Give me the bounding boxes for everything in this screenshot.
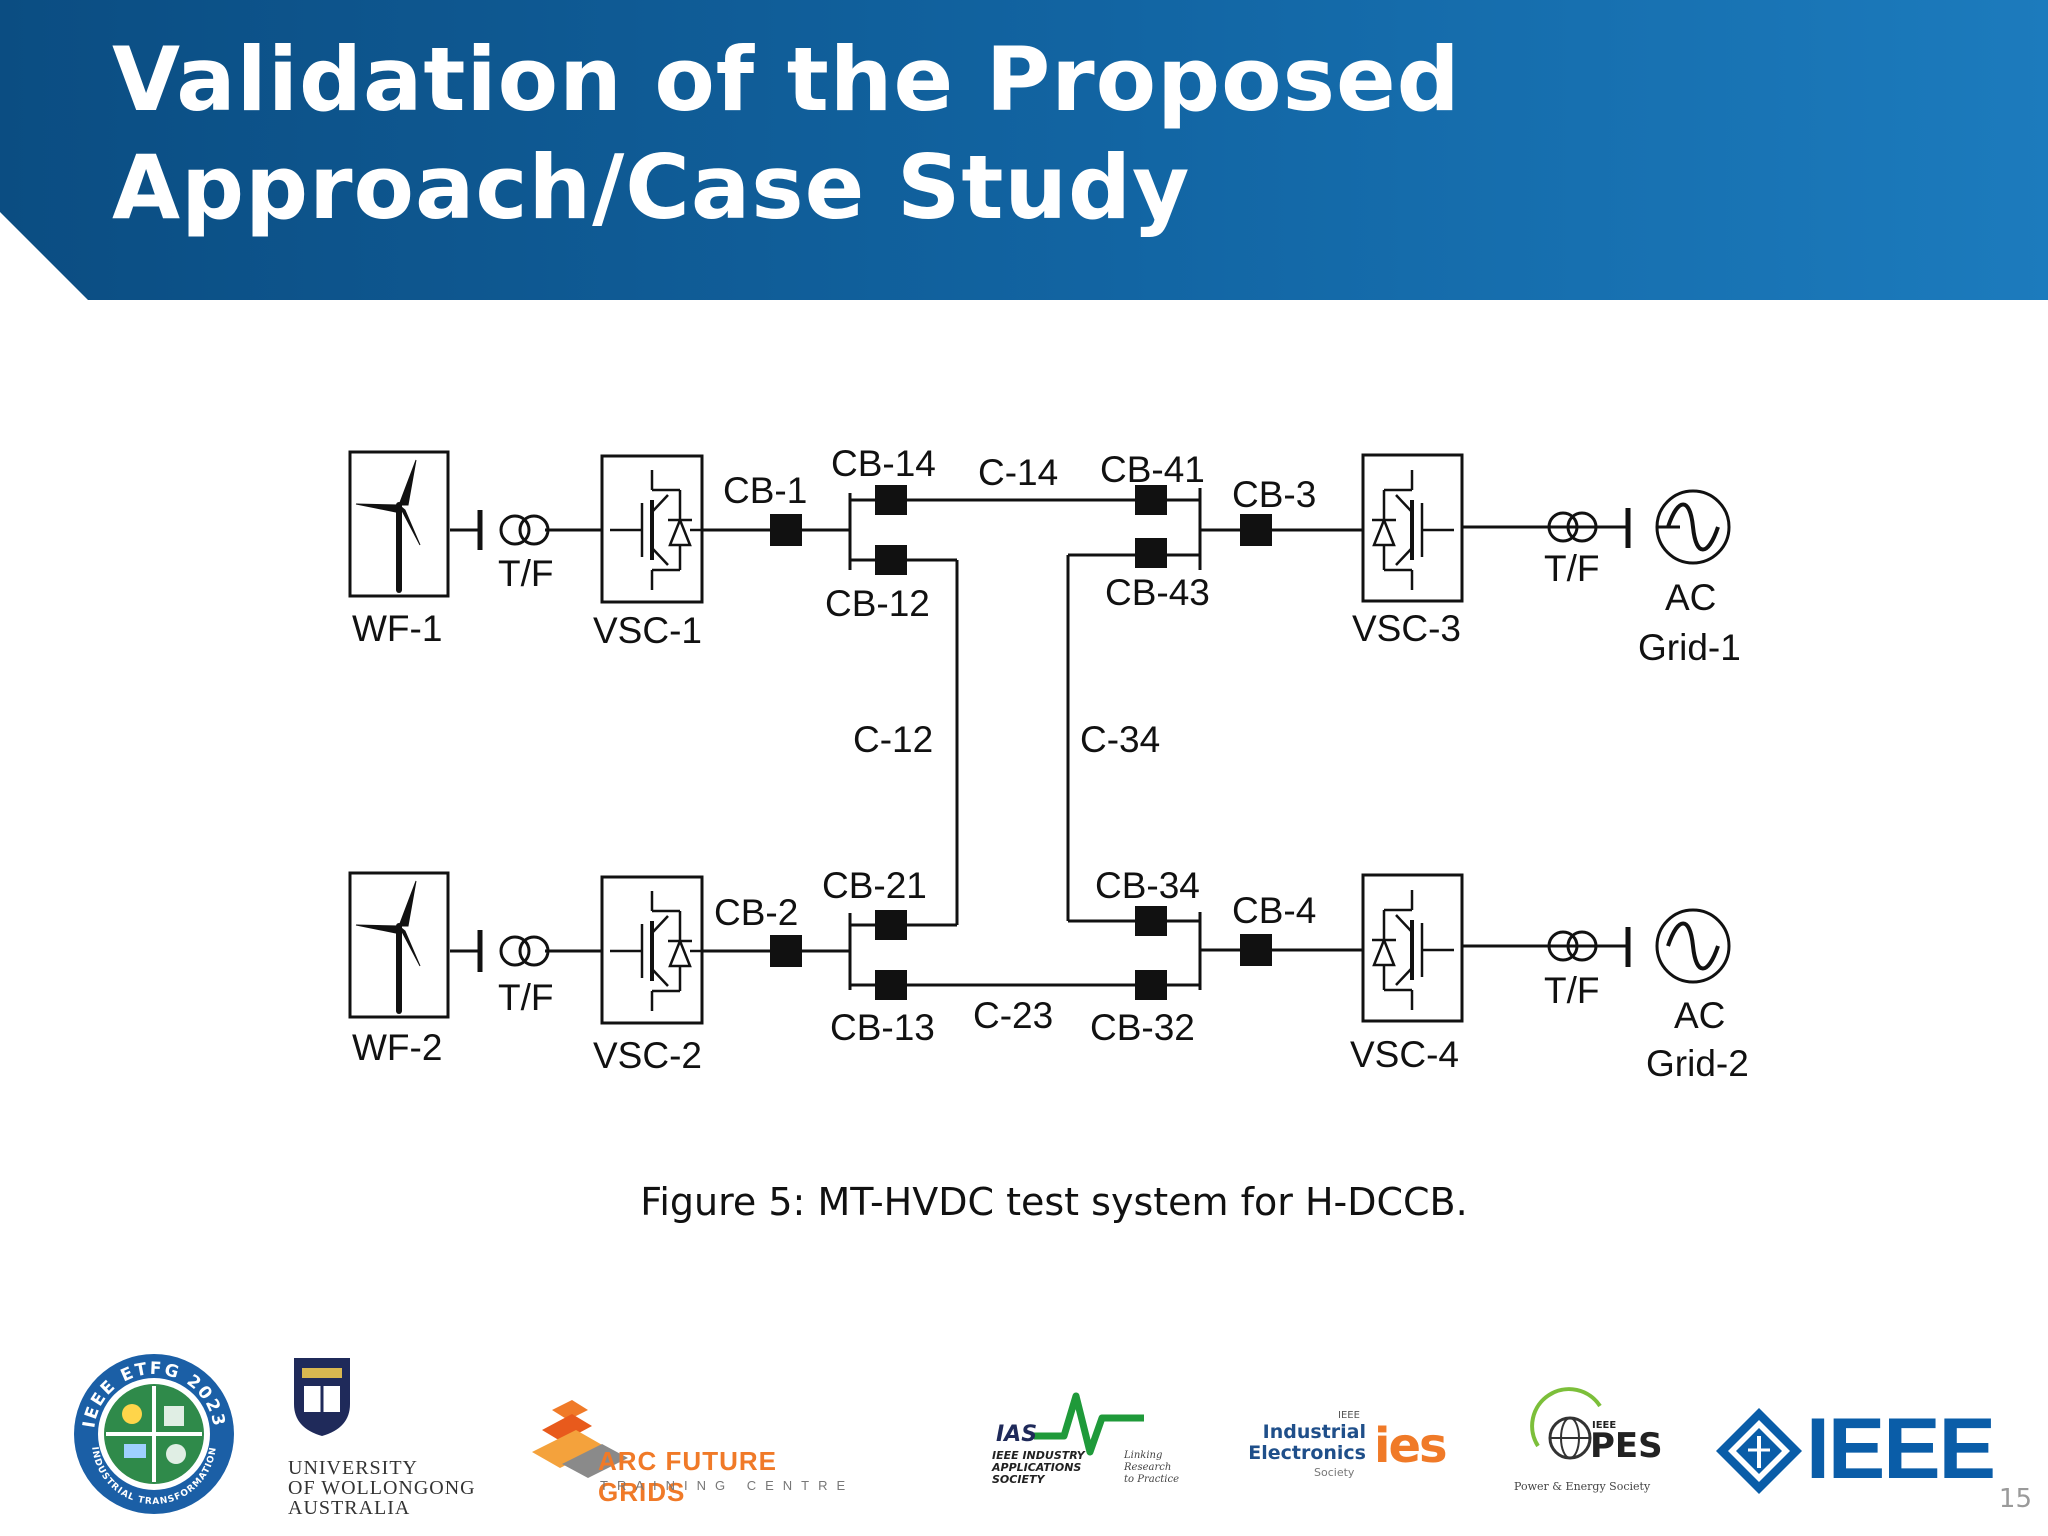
sponsor-logos: IEEE ETFG 2023 INDUSTRIAL TRANSFORMATION… xyxy=(0,1340,2048,1536)
label-grid-1-ac: AC xyxy=(1665,577,1716,618)
page-number: 15 xyxy=(1998,1484,2032,1514)
breaker-cb-13 xyxy=(875,970,907,1000)
slide-title: Validation of the Proposed Approach/Case… xyxy=(112,26,1461,242)
label-tf-3: T/F xyxy=(1544,548,1599,589)
breaker-cb-32 xyxy=(1135,970,1167,1000)
label-c-14: C-14 xyxy=(978,452,1058,493)
breaker-squares xyxy=(770,485,1272,1000)
ies-line-2: Electronics xyxy=(1248,1442,1366,1464)
igbt-diode-icon xyxy=(1372,470,1454,590)
arc-future-grids-logo: ARC FUTURE GRIDS TRAINING CENTRE xyxy=(532,1400,872,1507)
igbt-diode-icon xyxy=(1372,890,1454,1010)
label-vsc-2: VSC-2 xyxy=(593,1035,702,1076)
breaker-cb-2 xyxy=(770,935,802,967)
slide-header: Validation of the Proposed Approach/Case… xyxy=(0,0,2048,300)
breaker-cb-3 xyxy=(1240,514,1272,546)
vsc-4-box xyxy=(1361,873,1464,1023)
label-cb-1: CB-1 xyxy=(723,470,807,511)
breaker-cb-1 xyxy=(770,514,802,546)
label-grid-2-ac: AC xyxy=(1674,995,1725,1036)
breaker-cb-12 xyxy=(875,545,907,575)
ias-tag-2: Research xyxy=(1124,1462,1172,1473)
ias-waveform-icon xyxy=(1034,1392,1144,1456)
label-cb-41: CB-41 xyxy=(1100,449,1205,490)
breaker-cb-41 xyxy=(1135,485,1167,515)
label-c-12: C-12 xyxy=(853,719,933,760)
ieee-logo: IEEE xyxy=(1714,1401,2004,1497)
breaker-cb-34 xyxy=(1135,906,1167,936)
pes-logo: IEEE PES Power & Energy Society xyxy=(1510,1386,1680,1506)
vsc-2-box xyxy=(600,875,704,1025)
title-line-1: Validation of the Proposed xyxy=(112,28,1461,131)
label-cb-32: CB-32 xyxy=(1090,1007,1195,1048)
ieee-wordmark: IEEE xyxy=(1806,1401,1996,1497)
label-c-23: C-23 xyxy=(973,995,1053,1036)
label-vsc-3: VSC-3 xyxy=(1352,608,1461,649)
ias-logo: IAS IEEE INDUSTRY APPLICATIONS SOCIETY L… xyxy=(990,1388,1180,1498)
uow-crest-icon xyxy=(294,1358,350,1436)
ies-small: IEEE xyxy=(1338,1410,1360,1421)
label-tf-2: T/F xyxy=(498,977,553,1018)
breaker-cb-4 xyxy=(1240,934,1272,966)
uow-logo: UNIVERSITY OF WOLLONGONG AUSTRALIA xyxy=(286,1354,486,1524)
ias-line-1: IEEE INDUSTRY xyxy=(992,1449,1085,1462)
figure-caption: Figure 5: MT-HVDC test system for H-DCCB… xyxy=(640,1180,1468,1224)
wind-turbine-icon xyxy=(355,880,421,1014)
ias-line-3: SOCIETY xyxy=(992,1473,1045,1486)
igbt-diode-icon xyxy=(610,891,702,1011)
label-grid-2-name: Grid-2 xyxy=(1646,1043,1749,1084)
label-vsc-1: VSC-1 xyxy=(593,610,702,651)
breaker-cb-21 xyxy=(875,910,907,940)
header-banner xyxy=(0,0,2048,300)
pes-globe-icon xyxy=(1530,1387,1602,1460)
pes-tagline: Power & Energy Society xyxy=(1514,1480,1651,1493)
arc-title: ARC FUTURE GRIDS xyxy=(598,1446,777,1507)
uow-line-3: AUSTRALIA xyxy=(288,1497,411,1519)
label-wf-1: WF-1 xyxy=(352,608,442,649)
ies-abbr: ies xyxy=(1374,1418,1448,1474)
etfg-2023-logo: IEEE ETFG 2023 INDUSTRIAL TRANSFORMATION xyxy=(74,1354,234,1514)
wind-turbine-icon xyxy=(355,459,421,593)
vsc-1-box xyxy=(600,454,704,604)
uow-line-1: UNIVERSITY xyxy=(288,1457,418,1479)
ies-logo: IEEE Industrial Electronics Society ies xyxy=(1234,1410,1474,1500)
pes-small: IEEE xyxy=(1592,1420,1617,1431)
label-cb-14: CB-14 xyxy=(831,443,936,484)
label-cb-13: CB-13 xyxy=(830,1007,935,1048)
wind-farm-1 xyxy=(348,450,450,598)
arc-stripes-icon xyxy=(532,1400,628,1478)
igbt-diode-icon xyxy=(610,470,702,590)
breaker-cb-14 xyxy=(875,485,907,515)
ies-line-1: Industrial xyxy=(1262,1421,1366,1443)
label-cb-34: CB-34 xyxy=(1095,865,1200,906)
label-cb-21: CB-21 xyxy=(822,865,927,906)
label-wf-2: WF-2 xyxy=(352,1027,442,1068)
label-cb-43: CB-43 xyxy=(1105,572,1210,613)
transformer-icons xyxy=(499,511,1598,967)
label-tf-4: T/F xyxy=(1544,970,1599,1011)
label-cb-3: CB-3 xyxy=(1232,474,1316,515)
ias-tag-3: to Practice xyxy=(1124,1474,1180,1485)
uow-line-2: OF WOLLONGONG xyxy=(288,1477,476,1499)
ac-source-icons xyxy=(1655,489,1731,984)
breaker-cb-43 xyxy=(1135,538,1167,568)
title-line-2: Approach/Case Study xyxy=(112,136,1191,239)
pes-abbr: PES xyxy=(1590,1426,1663,1466)
ias-line-2: APPLICATIONS xyxy=(992,1461,1082,1474)
mt-hvdc-diagram: WF-1 WF-2 T/F T/F T/F T/F VSC-1 VSC-2 VS… xyxy=(348,443,1749,1084)
label-c-34: C-34 xyxy=(1080,719,1160,760)
ias-abbr: IAS xyxy=(996,1422,1038,1447)
arc-subtitle: TRAINING CENTRE xyxy=(600,1478,855,1493)
ieee-diamond-icon xyxy=(1716,1408,1802,1494)
label-cb-2: CB-2 xyxy=(714,892,798,933)
ies-line-3: Society xyxy=(1314,1466,1355,1479)
label-grid-1-name: Grid-1 xyxy=(1638,627,1741,668)
label-cb-12: CB-12 xyxy=(825,583,930,624)
wind-farm-2 xyxy=(348,871,450,1019)
label-cb-4: CB-4 xyxy=(1232,890,1316,931)
label-vsc-4: VSC-4 xyxy=(1350,1034,1459,1075)
vsc-3-box xyxy=(1361,453,1464,603)
ias-tag-1: Linking xyxy=(1124,1450,1163,1461)
label-tf-1: T/F xyxy=(498,553,553,594)
